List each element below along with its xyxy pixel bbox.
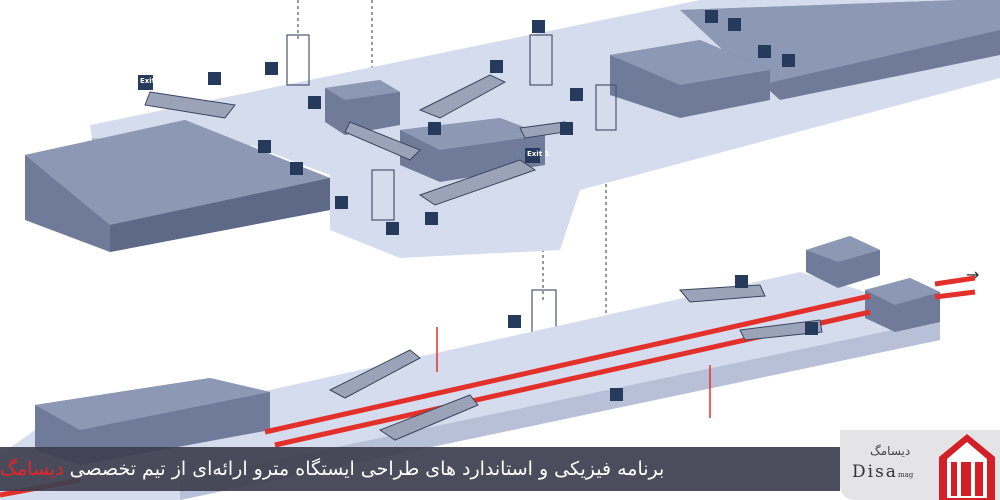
elevator-icon-5 bbox=[508, 315, 521, 328]
caption-brand: دیسامگ bbox=[0, 458, 64, 480]
left-building-block bbox=[25, 120, 330, 252]
caption-bar: برنامه فیزیکی و استاندارد های طراحی ایست… bbox=[0, 447, 840, 491]
elevator-icon-2 bbox=[386, 222, 399, 235]
escalator-icon-2 bbox=[425, 212, 438, 225]
escalator-icon bbox=[208, 72, 221, 85]
logo-latin-text: Disa bbox=[852, 462, 898, 482]
exit-2-label: Exit 2 bbox=[140, 77, 162, 85]
phone-icon bbox=[308, 96, 321, 109]
ticket-icon bbox=[258, 140, 271, 153]
elevator-icon bbox=[265, 62, 278, 75]
phone-icon-2 bbox=[335, 196, 348, 209]
escalator-icon-3 bbox=[490, 60, 503, 73]
elevator-icon-3 bbox=[532, 20, 545, 33]
logo-persian: دیسامگ bbox=[870, 444, 911, 458]
escalator-icon-5 bbox=[735, 275, 748, 288]
info-icon bbox=[428, 122, 441, 135]
accessible-icon bbox=[705, 10, 718, 23]
isa-house-logo-icon bbox=[939, 434, 995, 500]
elevator-icon-4 bbox=[570, 88, 583, 101]
restroom-icon-2 bbox=[782, 54, 795, 67]
upper-escalators bbox=[144, 74, 566, 206]
signage-icons bbox=[138, 10, 818, 401]
exit-2-sign-icon bbox=[138, 75, 153, 90]
exit-1-label: Exit 1 bbox=[527, 150, 549, 158]
exit-1-sign-icon bbox=[525, 148, 540, 163]
escalator-icon-4 bbox=[560, 122, 573, 135]
escalator-icon-6 bbox=[805, 322, 818, 335]
accessible-icon-2 bbox=[758, 45, 771, 58]
direction-arrow-icon: → bbox=[966, 265, 979, 284]
ticket-machine-icon bbox=[290, 162, 303, 175]
restroom-icon bbox=[728, 18, 741, 31]
logo-suffix: mag bbox=[897, 471, 914, 479]
logo-latin: Disamag bbox=[852, 462, 913, 482]
caption-text: برنامه فیزیکی و استاندارد های طراحی ایست… bbox=[69, 458, 665, 480]
disamag-logo: دیسامگ Disamag bbox=[840, 430, 1000, 500]
elevator-icon-6 bbox=[610, 388, 623, 401]
lower-escalators bbox=[328, 284, 823, 441]
